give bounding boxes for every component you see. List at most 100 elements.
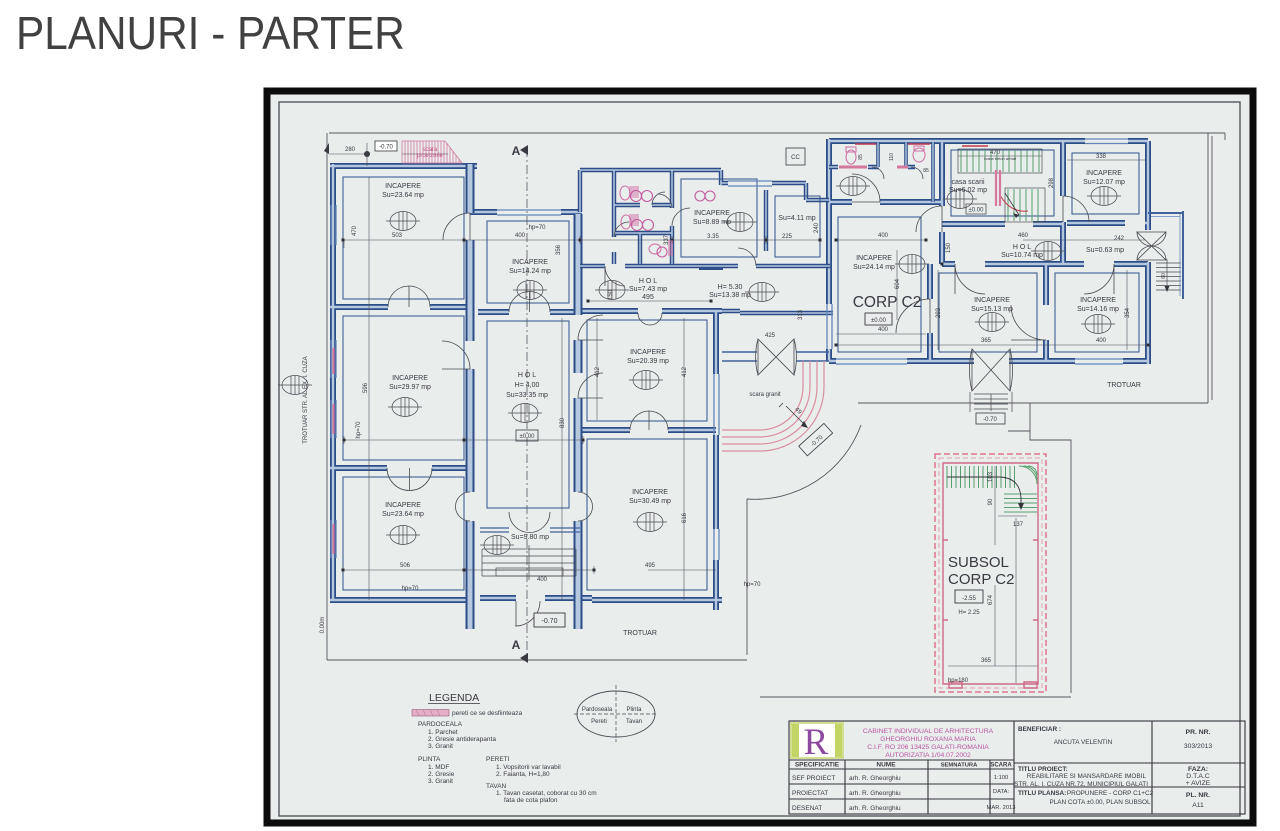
svg-text:Su=24.14 mp: Su=24.14 mp	[853, 264, 895, 271]
svg-text:D.T.A.C: D.T.A.C	[1186, 773, 1210, 780]
svg-text:-2.55: -2.55	[962, 596, 976, 602]
svg-text:scara granit: scara granit	[749, 392, 781, 398]
svg-text:365: 365	[981, 658, 992, 664]
svg-text:49: 49	[793, 407, 802, 416]
svg-text:Su=14.24 mp: Su=14.24 mp	[509, 268, 551, 275]
svg-text:Su=10.74 mp: Su=10.74 mp	[1001, 252, 1043, 259]
svg-text:85: 85	[858, 154, 864, 160]
svg-text:±0.00: ±0.00	[520, 434, 536, 440]
svg-text:412: 412	[682, 366, 688, 377]
svg-text:TITLU PROIECT:: TITLU PROIECT:	[1018, 766, 1068, 773]
svg-text:TROTUAR STR. AL.EX. I. CUZA: TROTUAR STR. AL.EX. I. CUZA	[303, 356, 309, 443]
svg-text:C.I.F. RO 206 13425 GALATI-ROM: C.I.F. RO 206 13425 GALATI-ROMANIA	[867, 744, 989, 751]
svg-text:2. Gresie: 2. Gresie	[428, 771, 455, 778]
svg-text:3. Granit: 3. Granit	[428, 778, 453, 785]
svg-text:NUME: NUME	[876, 762, 896, 769]
svg-text:PLINTA: PLINTA	[418, 756, 441, 763]
svg-text:3.35: 3.35	[707, 234, 719, 240]
svg-text:casa scarii: casa scarii	[951, 179, 985, 186]
svg-text:400: 400	[1096, 338, 1107, 344]
svg-text:INCAPERE: INCAPERE	[392, 375, 428, 382]
svg-text:+ AVIZE: + AVIZE	[1186, 780, 1211, 787]
svg-text:SPECIFICATIE: SPECIFICATIE	[795, 762, 840, 769]
svg-text:INCAPERE: INCAPERE	[632, 489, 668, 496]
svg-text:280: 280	[345, 147, 356, 153]
svg-text:495: 495	[645, 563, 656, 569]
svg-text:arh. R. Gheorghiu: arh. R. Gheorghiu	[849, 790, 901, 797]
svg-text:H O L: H O L	[639, 278, 657, 285]
svg-text:PROIECTAT: PROIECTAT	[792, 790, 828, 797]
svg-text:R: R	[804, 722, 829, 763]
svg-text:SCARA: SCARA	[990, 763, 1012, 769]
svg-text:CC: CC	[791, 155, 800, 161]
svg-text:fata de cota plafon: fata de cota plafon	[504, 797, 558, 804]
svg-text:INCAPERE: INCAPERE	[385, 183, 421, 190]
svg-text:Pereti: Pereti	[591, 719, 607, 725]
svg-text:Su=33.35 mp: Su=33.35 mp	[506, 392, 548, 399]
svg-text:460: 460	[1018, 233, 1029, 239]
svg-text:425: 425	[765, 333, 776, 339]
svg-text:470: 470	[352, 225, 358, 236]
svg-text:H O L: H O L	[518, 372, 536, 379]
svg-text:674: 674	[988, 594, 994, 605]
svg-text:365: 365	[981, 338, 992, 344]
svg-text:242: 242	[1114, 236, 1125, 242]
svg-text:A: A	[512, 144, 521, 158]
svg-text:arh. R. Gheorghiu: arh. R. Gheorghiu	[849, 775, 901, 782]
svg-text:303/2013: 303/2013	[1184, 743, 1213, 750]
svg-text:INCAPERE: INCAPERE	[856, 255, 892, 262]
svg-text:H= 4,00: H= 4,00	[515, 382, 540, 389]
svg-text:ANCUTA VELENTIN: ANCUTA VELENTIN	[1054, 739, 1113, 746]
svg-text:1. MDF: 1. MDF	[428, 764, 449, 771]
svg-text:BENEFICIAR :: BENEFICIAR :	[1018, 726, 1061, 733]
svg-text:90: 90	[988, 498, 994, 505]
svg-text:TITLU PLANSA:: TITLU PLANSA:	[1018, 790, 1066, 797]
svg-text:TAVAN: TAVAN	[486, 783, 507, 790]
svg-text:scara: scara	[423, 147, 438, 153]
svg-text:150: 150	[946, 242, 952, 253]
svg-text:CABINET INDIVIDUAL DE ARHITECT: CABINET INDIVIDUAL DE ARHITECTURA	[863, 728, 994, 735]
svg-text:Su=29.97 mp: Su=29.97 mp	[389, 384, 431, 391]
svg-text:STR. AL. I. CUZA NR.72, MUNICI: STR. AL. I. CUZA NR.72, MUNICIPIUL GALAT…	[1014, 781, 1148, 788]
svg-text:AUTORIZATIA 1/04.07.2002: AUTORIZATIA 1/04.07.2002	[885, 752, 971, 759]
svg-text:SUBSOL: SUBSOL	[948, 554, 1009, 571]
svg-text:PLAN COTA ±0.00, PLAN SUBSOL: PLAN COTA ±0.00, PLAN SUBSOL	[1049, 799, 1151, 806]
svg-text:Su=7.43 mp: Su=7.43 mp	[629, 286, 667, 293]
svg-text:Tavan: Tavan	[626, 719, 642, 725]
svg-text:103: 103	[988, 471, 994, 482]
svg-text:150: 150	[608, 289, 614, 300]
svg-text:PL. NR.: PL. NR.	[1186, 792, 1210, 799]
svg-text:503: 503	[392, 233, 403, 239]
svg-text:INCAPERE: INCAPERE	[512, 259, 548, 266]
svg-text:400: 400	[515, 233, 526, 239]
svg-text:hp=70: hp=70	[529, 225, 547, 231]
svg-text:INCAPERE: INCAPERE	[1080, 297, 1116, 304]
svg-text:Su=12.07 mp: Su=12.07 mp	[1083, 179, 1125, 186]
svg-text:2. Faianta, H=1,80: 2. Faianta, H=1,80	[496, 771, 550, 778]
svg-text:A: A	[512, 638, 521, 652]
svg-text:Su=0.63 mp: Su=0.63 mp	[1086, 247, 1124, 254]
svg-text:PARDOCEALA: PARDOCEALA	[418, 721, 463, 728]
svg-text:MAR. 2013: MAR. 2013	[987, 805, 1016, 811]
svg-text:H= 5.30: H= 5.30	[718, 284, 743, 291]
svg-text:400: 400	[878, 233, 889, 239]
svg-text:TROTUAR: TROTUAR	[623, 630, 657, 637]
svg-text:LEGENDA: LEGENDA	[429, 692, 479, 704]
svg-text:±0.00: ±0.00	[871, 318, 887, 324]
svg-text:1. Parchet: 1. Parchet	[428, 729, 458, 736]
svg-text:830: 830	[560, 417, 566, 428]
svg-text:TROTUAR: TROTUAR	[1107, 382, 1141, 389]
svg-text:hp=70: hp=70	[402, 586, 420, 592]
svg-text:506: 506	[400, 563, 411, 569]
svg-text:60: 60	[1161, 273, 1167, 279]
svg-text:INCAPERE: INCAPERE	[385, 502, 421, 509]
svg-text:Su=6.02 mp: Su=6.02 mp	[949, 187, 987, 194]
svg-text:DESENAT: DESENAT	[792, 805, 822, 812]
svg-text:INCAPERE: INCAPERE	[1086, 170, 1122, 177]
svg-text:1. Vopsitorii var lavabil: 1. Vopsitorii var lavabil	[496, 764, 561, 771]
svg-text:313: 313	[798, 309, 804, 320]
svg-text:3. Granit: 3. Granit	[428, 743, 453, 750]
svg-text:hp=70: hp=70	[744, 582, 762, 588]
svg-text:SEF PROIECT: SEF PROIECT	[792, 775, 835, 782]
svg-text:arh. R. Gheorghiu: arh. R. Gheorghiu	[849, 805, 901, 812]
